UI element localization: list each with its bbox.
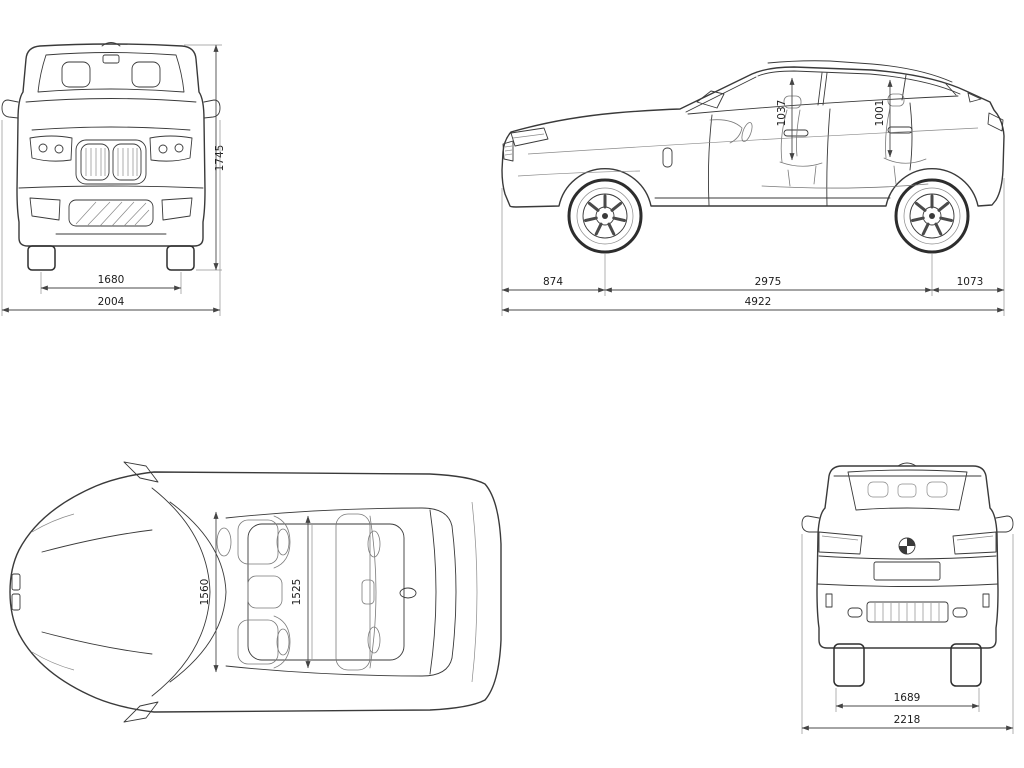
- front-left-tire: [27, 245, 56, 271]
- front-wheel: [567, 178, 643, 254]
- overall-length-label: 4922: [745, 296, 772, 308]
- b-pillar: [817, 72, 828, 106]
- right-mirror: [203, 99, 221, 119]
- left-mirror: [1, 99, 19, 119]
- front-width-label: 2004: [98, 296, 125, 308]
- grille-side: [502, 140, 514, 162]
- left-mirror-top: [123, 461, 159, 483]
- front-air-intake: [68, 199, 154, 227]
- c-pillar: [901, 74, 907, 101]
- top-interior: [216, 513, 381, 671]
- headlight-side: [510, 127, 549, 147]
- side-mirror: [696, 90, 725, 109]
- front-track-dimension: 1680: [40, 272, 182, 294]
- rear-bench: [335, 513, 371, 671]
- left-mirror-rear: [801, 515, 820, 533]
- rear-width-dimension: 2218: [801, 534, 1014, 734]
- rear-width-label: 2218: [894, 714, 921, 726]
- front-track-label: 1680: [98, 274, 125, 286]
- top-view: 1560 1525: [9, 461, 502, 723]
- fender-vent: [662, 147, 673, 168]
- roof-antenna: [399, 587, 417, 599]
- d-pillar: [945, 83, 957, 96]
- rear-headroom-label: 1001: [874, 100, 886, 127]
- taillight-side: [987, 112, 1004, 132]
- rear-body-outline: [801, 462, 1014, 687]
- right-mirror-rear: [995, 515, 1014, 533]
- door-cut-lines: [707, 102, 913, 207]
- rear-window-top: [451, 525, 457, 659]
- center-console: [247, 575, 283, 609]
- front-headroom-label: 1037: [776, 100, 788, 127]
- rear-view: 1689 2218: [801, 462, 1014, 734]
- rear-track-label: 1689: [894, 692, 921, 704]
- rear-interior-width-label: 1525: [291, 579, 303, 606]
- top-body-outline: [9, 461, 502, 723]
- rear-wheel: [894, 178, 970, 254]
- front-view: 1745 1680 2004: [1, 42, 226, 316]
- rear-overhang-label: 1073: [957, 276, 984, 288]
- front-interior-width-label: 1560: [199, 579, 211, 606]
- bmw-roundel-icon: [898, 537, 916, 555]
- left-taillight: [818, 531, 863, 555]
- front-body-outline: [1, 42, 221, 271]
- rear-track-dimension: 1689: [835, 688, 980, 712]
- front-headroom-dimension: 1037: [776, 77, 795, 161]
- side-body-outline: [501, 60, 1005, 208]
- side-view: 1037 1001 874 2975 1073 4922: [501, 60, 1005, 316]
- front-interior-width-dimension: 1560: [199, 511, 219, 673]
- right-mirror-top: [123, 701, 159, 723]
- rear-window: [847, 469, 968, 511]
- windshield-top: [151, 487, 211, 697]
- front-overhang-label: 874: [543, 276, 563, 288]
- interior-lines: [709, 93, 929, 189]
- front-door-handle: [783, 129, 809, 137]
- rear-left-tire: [833, 643, 865, 687]
- steering-wheel-side: [741, 122, 753, 142]
- side-length-dimensions: 874 2975 1073 4922: [501, 178, 1005, 316]
- rear-headroom-dimension: 1001: [874, 79, 893, 158]
- panoramic-sunroof: [247, 523, 405, 661]
- front-left-headrest: [61, 61, 91, 88]
- antenna-fin: [967, 92, 982, 103]
- license-plate-recess: [873, 561, 941, 581]
- rear-diffuser: [866, 601, 949, 623]
- right-headlight: [149, 135, 193, 162]
- front-width-dimension: 2004: [1, 120, 221, 316]
- right-taillight: [952, 531, 997, 555]
- kidney-grille-surround: [75, 139, 147, 185]
- front-right-tire: [166, 245, 195, 271]
- rearview-mirror: [102, 54, 120, 64]
- front-right-headrest: [131, 61, 161, 88]
- rear-right-tire: [950, 643, 982, 687]
- rear-interior-width-dimension: 1525: [291, 515, 311, 669]
- steering-wheel-top: [216, 527, 232, 557]
- wheelbase-label: 2975: [755, 276, 782, 288]
- roof-rail: [767, 60, 953, 83]
- left-headlight: [29, 135, 73, 162]
